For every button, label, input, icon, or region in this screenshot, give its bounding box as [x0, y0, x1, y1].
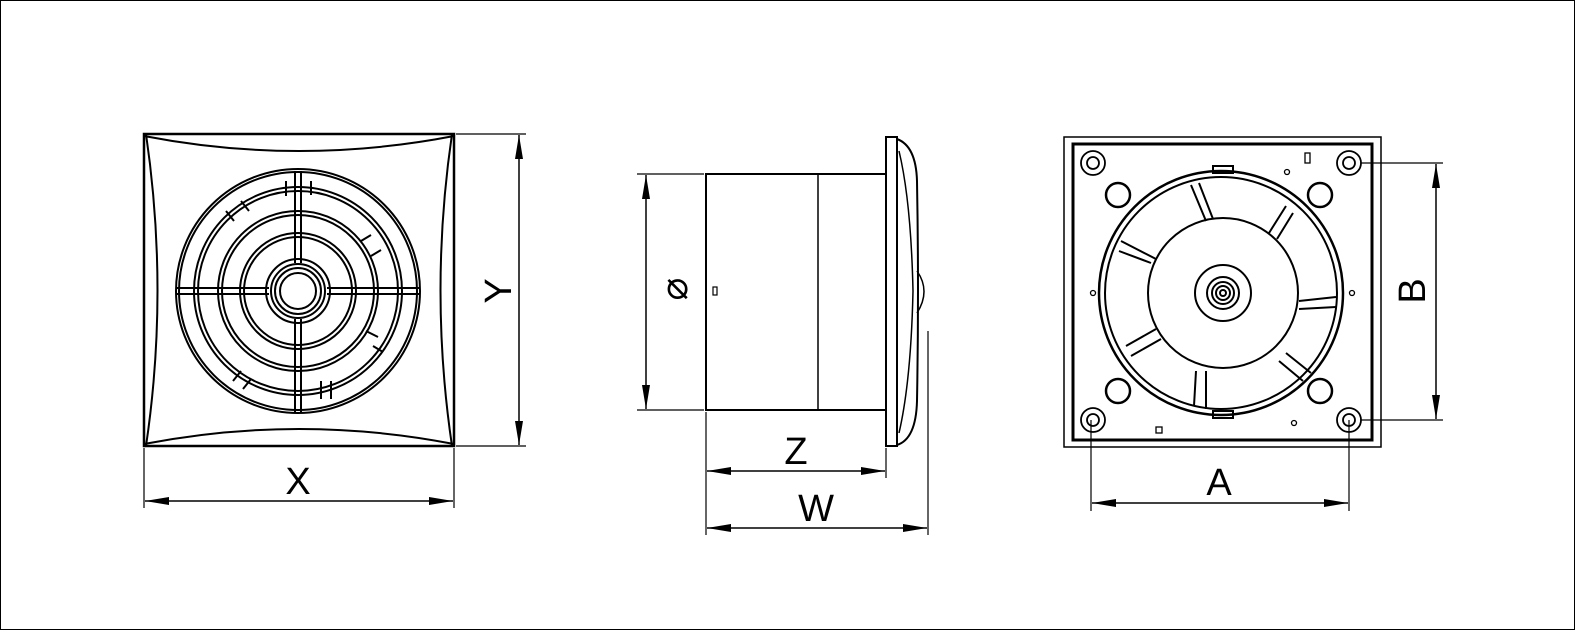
- rear-view: B A: [1063, 136, 1443, 511]
- y-extension-lines: [456, 133, 526, 447]
- front-cover-profile: [896, 138, 919, 446]
- diameter-symbol: ⌀: [654, 278, 696, 301]
- diameter-extension-lines: [637, 173, 704, 411]
- front-flange: [885, 136, 898, 447]
- front-panel-outline: [142, 132, 456, 448]
- b-dimension-label: B: [1392, 278, 1434, 303]
- w-dimension-label: W: [798, 488, 834, 530]
- keyhole-clips: [1104, 181, 1334, 405]
- body-marker: [712, 286, 718, 296]
- y-dimension-label: Y: [478, 278, 520, 303]
- x-extension-lines: [143, 448, 455, 508]
- a-extension-lines: [1090, 420, 1350, 511]
- side-view: ⌀ Z W: [637, 136, 929, 535]
- front-cover-inner-profile: [898, 150, 925, 434]
- x-dimension-label: X: [285, 461, 310, 503]
- front-view: Y X: [142, 132, 526, 508]
- fan-body: [705, 173, 887, 411]
- fan-housing: [1097, 165, 1345, 419]
- front-panel-curves: [143, 133, 455, 447]
- front-grille: [175, 168, 421, 414]
- b-extension-lines: [1361, 162, 1443, 421]
- z-dimension-label: Z: [784, 431, 807, 473]
- depth-extension-lines: [705, 331, 929, 535]
- rear-plate-inner: [1071, 142, 1374, 442]
- rear-plate-outline: [1063, 136, 1382, 448]
- small-holes: [1089, 152, 1356, 434]
- a-dimension-label: A: [1206, 462, 1232, 504]
